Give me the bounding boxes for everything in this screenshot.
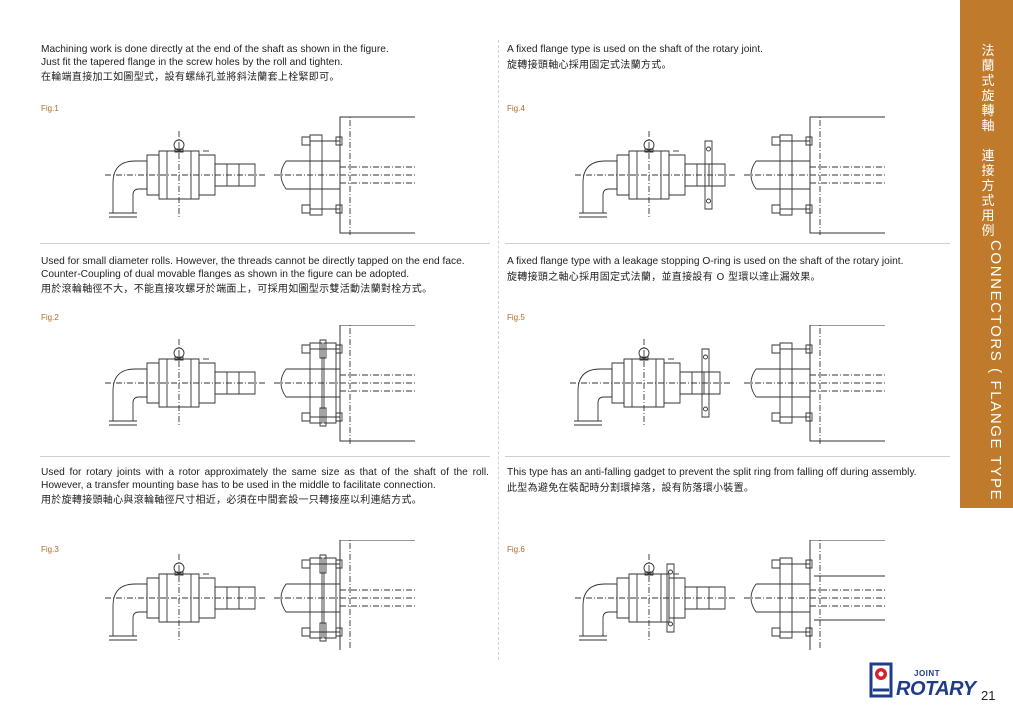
fig6-drawing	[575, 540, 885, 650]
logo-joint-text: JOINT	[914, 669, 941, 678]
sidebar-char: 式	[981, 194, 995, 209]
section-description: This type has an anti-falling gadget to …	[507, 467, 952, 480]
sidebar-char: 旋	[981, 89, 995, 104]
section-description: A fixed flange type is used on the shaft…	[507, 44, 952, 57]
sidebar-char: 例	[981, 224, 995, 239]
description-chinese: 此型為避免在裝配時分割環掉落，設有防落環小裝置。	[507, 482, 755, 494]
section-description: A fixed flange type with a leakage stopp…	[507, 256, 952, 269]
figure-label: Fig.1	[41, 104, 59, 113]
section-fig5: A fixed flange type with a leakage stopp…	[507, 256, 952, 284]
figure-label: Fig.4	[507, 104, 525, 113]
description-chinese: 用於滾輪軸徑不大，不能直接攻螺牙於端面上，可採用如圖型示雙活動法蘭對栓方式。	[41, 284, 433, 296]
row-divider	[40, 456, 490, 457]
fig1-drawing	[105, 115, 415, 235]
sidebar-char: 法	[981, 44, 995, 59]
section-description: Machining work is done directly at the e…	[41, 44, 491, 69]
description-line: A fixed flange type with a leakage stopp…	[507, 256, 904, 267]
description-line: Just fit the tapered flange in the screw…	[41, 56, 343, 68]
page-number: 21	[981, 688, 996, 703]
sidebar-char: 軸	[981, 119, 995, 134]
description-line: Machining work is done directly at the e…	[41, 44, 389, 55]
description-line: Counter-Coupling of dual movable flanges…	[41, 268, 410, 280]
section-fig3: Used for rotary joints with a rotor appr…	[41, 467, 489, 507]
rotary-joint-logo	[869, 662, 893, 698]
row-divider	[505, 456, 950, 457]
section-description: Used for small diameter rolls. However, …	[41, 256, 491, 281]
description-chinese: 旋轉接頭之軸心採用固定式法蘭，並直接設有 O 型環以達止漏效果。	[507, 271, 821, 283]
sidebar-char: 式	[981, 74, 995, 89]
fig5-drawing	[570, 325, 885, 445]
description-line: A fixed flange type is used on the shaft…	[507, 44, 763, 55]
sidebar-char	[980, 134, 996, 149]
section-fig4: A fixed flange type is used on the shaft…	[507, 44, 952, 72]
fig4-drawing	[575, 115, 885, 235]
description-chinese: 用於旋轉接頭軸心與滾輪軸徑尺寸相近，必須在中間套設一只轉接座以利連結方式。	[41, 495, 423, 507]
figure-label: Fig.3	[41, 545, 59, 554]
description-line: Used for small diameter rolls. However, …	[41, 256, 465, 267]
figure-label: Fig.5	[507, 313, 525, 322]
description-line: This type has an anti-falling gadget to …	[507, 467, 917, 478]
section-fig2: Used for small diameter rolls. However, …	[41, 256, 491, 296]
row-divider	[40, 243, 490, 244]
sidebar-char: 轉	[981, 104, 995, 119]
sidebar-char: 用	[981, 209, 995, 224]
section-fig1: Machining work is done directly at the e…	[41, 44, 491, 84]
sidebar-char: 連	[981, 149, 995, 164]
figure-label: Fig.6	[507, 545, 525, 554]
sidebar-char: 蘭	[981, 59, 995, 74]
sidebar-english-title: CONNECTORS ( FLANGE TYPE 1 )	[987, 240, 1004, 530]
row-divider	[505, 243, 950, 244]
sidebar-char: 方	[981, 179, 995, 194]
description-chinese: 旋轉接頭軸心採用固定式法蘭方式。	[507, 59, 672, 71]
logo-wordmark: ROTARY	[896, 678, 976, 700]
section-description: Used for rotary joints with a rotor appr…	[41, 467, 489, 491]
fig2-drawing	[105, 325, 415, 445]
section-fig6: This type has an anti-falling gadget to …	[507, 467, 952, 495]
sidebar-chinese-title: 法蘭式旋轉軸 連接方式用例	[980, 44, 996, 239]
fig3-drawing	[105, 540, 415, 650]
figure-label: Fig.2	[41, 313, 59, 322]
sidebar-char: 接	[981, 164, 995, 179]
sidebar-band	[960, 0, 1013, 508]
description-chinese: 在輪端直接加工如圖型式，設有螺絲孔並將斜法蘭套上栓緊即可。	[41, 72, 340, 84]
column-divider	[498, 40, 499, 660]
